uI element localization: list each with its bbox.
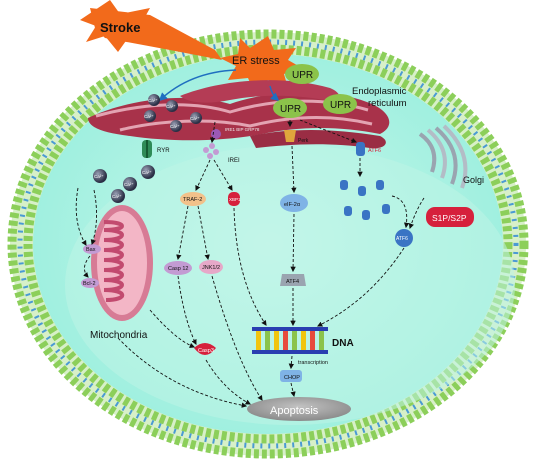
- svg-text:Ca²⁺: Ca²⁺: [190, 116, 200, 121]
- ire1-label: IREI: [228, 158, 240, 164]
- arrow-icon: [269, 85, 280, 102]
- ire1-receptor-icon: IRE1 BIP GRP78: [211, 127, 260, 139]
- apoptosis-node: Apoptosis: [247, 397, 351, 421]
- transcription-label: transcription: [298, 360, 328, 366]
- chop-protein: CHOP: [280, 370, 302, 382]
- xbp1-protein: XBP1: [228, 192, 241, 206]
- svg-text:Ca²⁺: Ca²⁺: [170, 124, 180, 129]
- svg-text:Bax: Bax: [86, 247, 96, 253]
- upr-bubble-top: UPR: [285, 64, 319, 84]
- svg-text:Bcl-2: Bcl-2: [83, 281, 96, 287]
- svg-text:Ca²⁺: Ca²⁺: [148, 98, 158, 103]
- svg-text:CHOP: CHOP: [284, 375, 300, 381]
- traf2-protein: TRAF-2: [180, 192, 206, 206]
- svg-text:Ca²⁺: Ca²⁺: [112, 194, 122, 199]
- calcium-ion-icon: Ca²⁺ Ca²⁺ Ca²⁺ Ca²⁺ Ca²⁺: [144, 94, 202, 132]
- ire1-dimer-icon: IREI: [203, 143, 240, 164]
- er-stress-label: ER stress: [232, 55, 280, 67]
- casp12-protein: Casp 12: [164, 261, 192, 275]
- s1p-s2p-protease-icon: S1P/S2P: [426, 207, 474, 227]
- svg-text:Ca²⁺: Ca²⁺: [166, 104, 176, 109]
- er-icon: [88, 80, 390, 149]
- upr-bubble-right: UPR: [323, 94, 357, 114]
- mitochondria-label: Mitochondria: [90, 330, 148, 341]
- svg-text:XBP1: XBP1: [229, 197, 241, 202]
- svg-text:S1P/S2P: S1P/S2P: [432, 213, 467, 223]
- svg-text:Ca²⁺: Ca²⁺: [142, 170, 152, 175]
- ryr-label: RYR: [157, 148, 170, 154]
- dna-label: DNA: [332, 338, 354, 349]
- atf4-protein: ATF4: [280, 274, 306, 286]
- golgi-label: Golgi: [463, 175, 484, 185]
- svg-text:UPR: UPR: [330, 100, 351, 111]
- upr-bubble-left: UPR: [273, 98, 307, 118]
- svg-text:ATF6: ATF6: [396, 236, 408, 242]
- svg-text:UPR: UPR: [292, 70, 313, 81]
- stroke-burst-icon: Stroke: [80, 0, 222, 60]
- bax-protein: Bax: [83, 244, 101, 254]
- calcium-ion-cluster: Ca²⁺ Ca²⁺ Ca²⁺ Ca²⁺: [93, 165, 155, 203]
- svg-text:Ca²⁺: Ca²⁺: [94, 174, 104, 179]
- svg-text:Casp 12: Casp 12: [168, 266, 189, 272]
- svg-text:JNK1/2: JNK1/2: [202, 265, 220, 271]
- dna-icon: DNA: [252, 327, 354, 354]
- atf6-receptor-icon: ATF6: [356, 142, 381, 156]
- er-label-line1: Endoplasmic: [352, 86, 407, 97]
- stroke-label: Stroke: [100, 20, 140, 35]
- mitochondrion-icon: [91, 205, 153, 321]
- perk-receptor-icon: Perk: [284, 130, 309, 144]
- ryr-channel-icon: RYR: [142, 140, 170, 158]
- svg-text:UPR: UPR: [280, 104, 301, 115]
- svg-text:IRE1 BIP GRP78: IRE1 BIP GRP78: [225, 127, 260, 132]
- golgi-icon: Golgi: [418, 124, 484, 189]
- svg-text:ATF4: ATF4: [286, 279, 299, 285]
- er-label-line2: reticulum: [368, 98, 407, 109]
- svg-text:Ca²⁺: Ca²⁺: [124, 182, 134, 187]
- atf6-fragments-icon: [340, 180, 390, 220]
- jnk-protein: JNK1/2: [199, 260, 223, 274]
- perk-label: Perk: [298, 138, 309, 144]
- eif2a-protein: eIF-2α: [280, 194, 308, 212]
- svg-text:Apoptosis: Apoptosis: [270, 405, 319, 417]
- pathway-arrows: [75, 119, 425, 408]
- bcl2-protein: Bcl-2: [81, 278, 99, 288]
- er-stress-burst-icon: ER stress: [220, 36, 302, 92]
- svg-text:eIF-2α: eIF-2α: [284, 202, 301, 208]
- atf6-active-icon: ATF6: [395, 229, 413, 247]
- casp3-protein: Casp3: [194, 343, 216, 355]
- arrow-icon: [158, 69, 237, 102]
- svg-text:Casp3: Casp3: [198, 348, 214, 354]
- svg-text:Ca²⁺: Ca²⁺: [144, 114, 154, 119]
- atf6-label: ATF6: [368, 148, 381, 154]
- svg-text:TRAF-2: TRAF-2: [183, 197, 202, 203]
